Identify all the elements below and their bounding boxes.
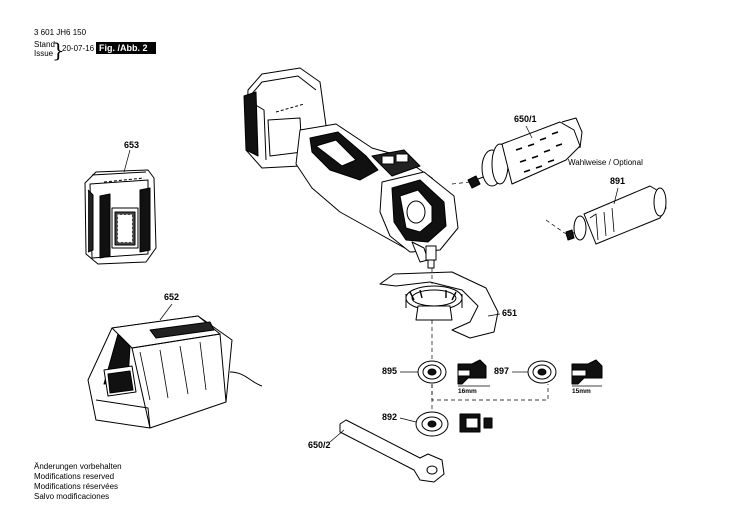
flange-897	[527, 359, 603, 387]
stand-label: Stand	[34, 40, 55, 49]
figure-badge: Fig. /Abb. 2	[96, 42, 156, 54]
battery-charger	[87, 315, 263, 429]
dimension-15mm: 15mm	[572, 388, 591, 395]
angle-grinder-body	[243, 67, 459, 269]
optional-note: Wahlweise / Optional	[568, 158, 643, 167]
part-label-650-1: 650/1	[514, 114, 537, 124]
issue-date: 20-07-16	[62, 44, 95, 53]
part-label-892: 892	[382, 412, 398, 422]
part-label-895: 895	[382, 366, 398, 376]
part-label-650-2: 650/2	[308, 440, 331, 450]
optional-handle	[565, 185, 667, 245]
footer-notes: Änderungen vorbehalten Modifications res…	[34, 462, 122, 502]
brace-glyph: }	[52, 38, 65, 62]
two-pin-spanner	[339, 419, 445, 483]
part-label-891: 891	[610, 176, 626, 186]
footer-line-fr: Modifications réservées	[34, 482, 119, 491]
footer-line-es: Salvo modificaciones	[34, 492, 110, 501]
side-handle	[467, 117, 583, 189]
document-number: 3 601 JH6 150	[34, 28, 87, 37]
flange-892	[415, 411, 493, 437]
leader-lines	[123, 125, 619, 443]
footer-line-en: Modifications reserved	[34, 472, 115, 481]
battery-pack	[84, 169, 157, 265]
dimension-16mm: 16mm	[458, 388, 477, 395]
part-label-652: 652	[164, 292, 180, 302]
wheel-guard	[379, 271, 499, 339]
part-label-897: 897	[494, 366, 510, 376]
footer-line-de: Änderungen vorbehalten	[34, 462, 122, 471]
part-label-651: 651	[502, 308, 518, 318]
part-label-653: 653	[124, 140, 140, 150]
issue-label: Issue	[34, 49, 54, 58]
flange-895	[417, 359, 490, 387]
